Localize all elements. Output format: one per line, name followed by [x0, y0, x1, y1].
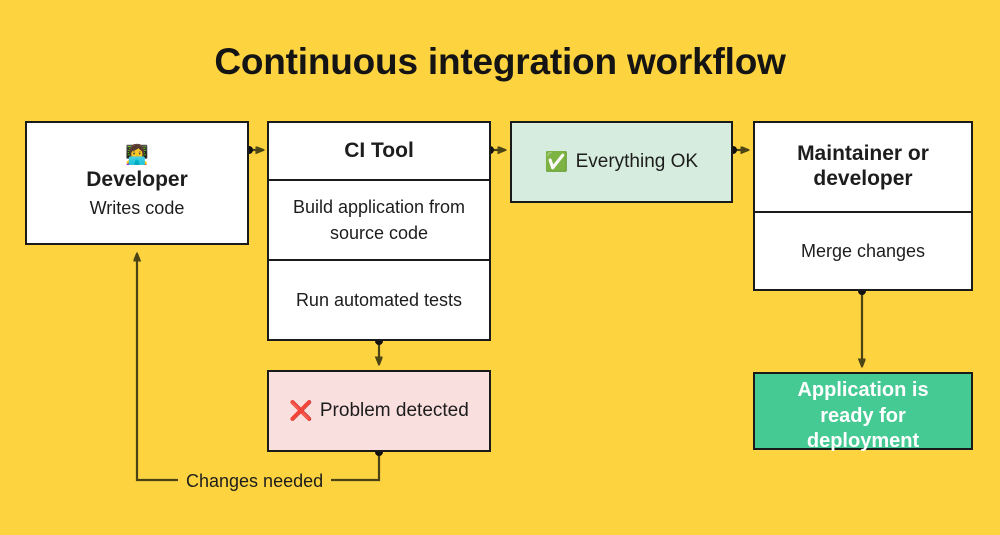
ci-tool-step-tests: Run automated tests — [269, 259, 489, 339]
problem-detected-label: Problem detected — [319, 400, 469, 421]
ci-tool-step-build: Build application from source code — [269, 179, 489, 259]
developer-title: Developer — [86, 167, 188, 191]
edge-ci-tool-to-problem — [375, 337, 383, 364]
page-title: Continuous integration workflow — [214, 41, 786, 82]
maintainer-action: Merge changes — [755, 211, 971, 289]
node-deployment[interactable]: Application is ready for deployment — [753, 372, 973, 452]
maintainer-title: Maintainer or developer — [797, 142, 929, 190]
node-maintainer[interactable]: Maintainer or developer Merge changes — [753, 121, 973, 291]
edge-label-changes-needed: Changes needed — [178, 472, 332, 490]
node-ci-tool[interactable]: CI Tool Build application from source co… — [267, 121, 491, 341]
everything-ok-label: Everything OK — [575, 151, 699, 172]
everything-ok-row: ✅ Everything OK — [512, 123, 731, 201]
node-problem-detected[interactable]: ❌ Problem detected — [267, 370, 491, 452]
check-mark-icon: ✅ — [544, 151, 569, 173]
problem-detected-row: ❌ Problem detected — [269, 372, 489, 450]
developer-subtitle: Writes code — [89, 197, 185, 218]
developer-cell: 👩‍💻 Developer Writes code — [27, 123, 247, 243]
node-developer[interactable]: 👩‍💻 Developer Writes code — [25, 121, 249, 245]
deployment-label: Application is ready for deployment — [797, 379, 929, 453]
ci-tool-title: CI Tool — [344, 138, 414, 162]
edge-maintainer-to-deployment — [858, 287, 866, 366]
technologist-icon: 👩‍💻 — [125, 144, 149, 166]
cross-mark-icon: ❌ — [289, 400, 313, 422]
node-everything-ok[interactable]: ✅ Everything OK — [510, 121, 733, 203]
